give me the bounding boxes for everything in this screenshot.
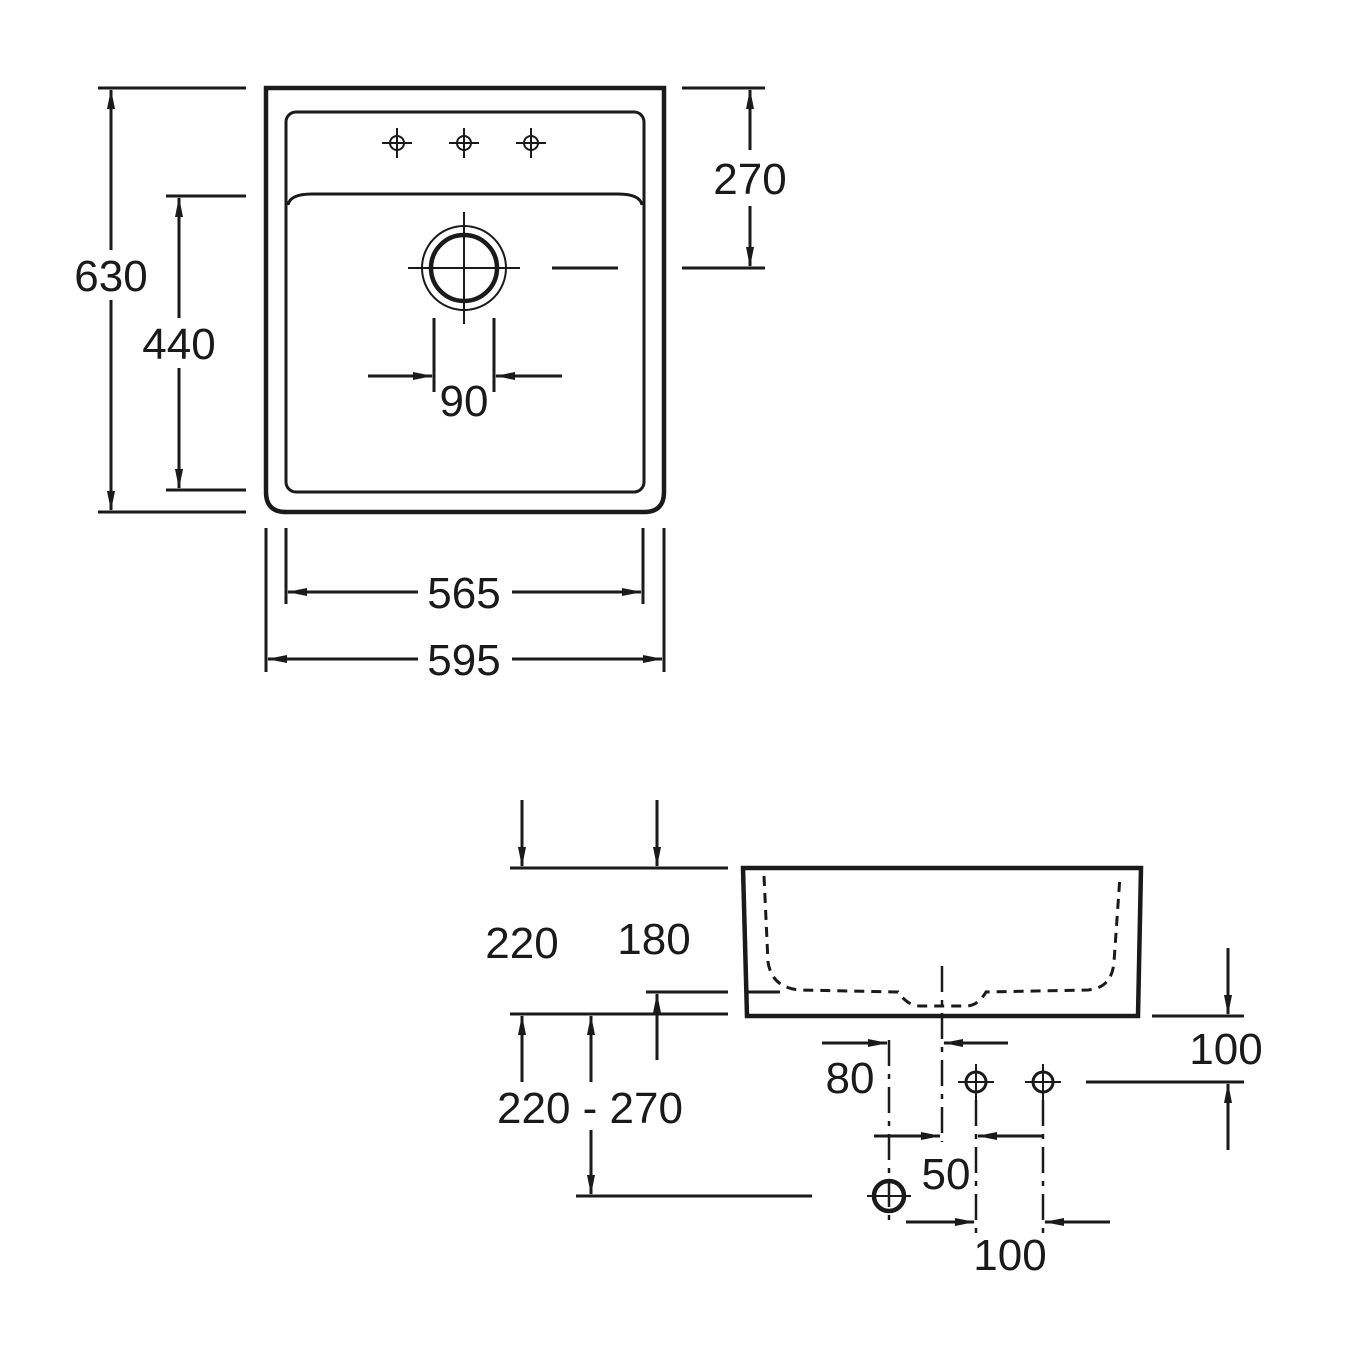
dim-total-depth: 630 <box>74 86 246 514</box>
sink-rim-inner <box>284 110 646 494</box>
dim-drain-offset: 270 <box>682 86 787 270</box>
label-220-270: 220 - 270 <box>497 1084 683 1133</box>
label-630: 630 <box>74 252 147 301</box>
label-440: 440 <box>142 320 215 369</box>
label-595: 595 <box>427 636 500 685</box>
dim-drain-diameter: 90 <box>368 318 562 426</box>
sink-side-outline <box>740 865 1144 1019</box>
side-view: 220 180 220 - 270 100 <box>485 800 1263 1280</box>
dim-front-heights: 220 180 <box>485 800 728 1082</box>
dim-bowl-depth: 440 <box>142 194 246 492</box>
bowl-edge <box>286 192 644 206</box>
label-270: 270 <box>713 155 786 204</box>
label-100-spacing: 100 <box>973 1231 1046 1280</box>
label-80: 80 <box>826 1054 875 1103</box>
sink-outer-outline <box>263 85 667 515</box>
dim-mount-height: 220 - 270 <box>497 1015 812 1198</box>
dim-tap-spacing: 100 <box>906 1218 1110 1280</box>
plan-view: 630 440 270 90 <box>74 85 787 685</box>
label-100-height: 100 <box>1189 1025 1262 1074</box>
label-220: 220 <box>485 919 558 968</box>
dim-waste-height: 100 <box>1086 948 1263 1150</box>
label-50: 50 <box>922 1150 971 1199</box>
drain-icon <box>408 212 618 324</box>
dim-widths: 565 595 <box>264 528 666 685</box>
tap-hole-icon <box>958 1064 994 1100</box>
tap-hole-icon <box>1025 1064 1061 1100</box>
dim-tap-offset: 50 <box>874 1132 1042 1199</box>
dim-drain-to-center: 80 <box>822 1039 1008 1103</box>
label-180: 180 <box>617 915 690 964</box>
label-565: 565 <box>427 569 500 618</box>
tap-hole-icon <box>516 128 546 158</box>
tap-hole-icon <box>449 128 479 158</box>
tap-hole-icon <box>382 128 412 158</box>
bowl-hidden-line <box>762 875 1122 1008</box>
label-90: 90 <box>440 377 489 426</box>
